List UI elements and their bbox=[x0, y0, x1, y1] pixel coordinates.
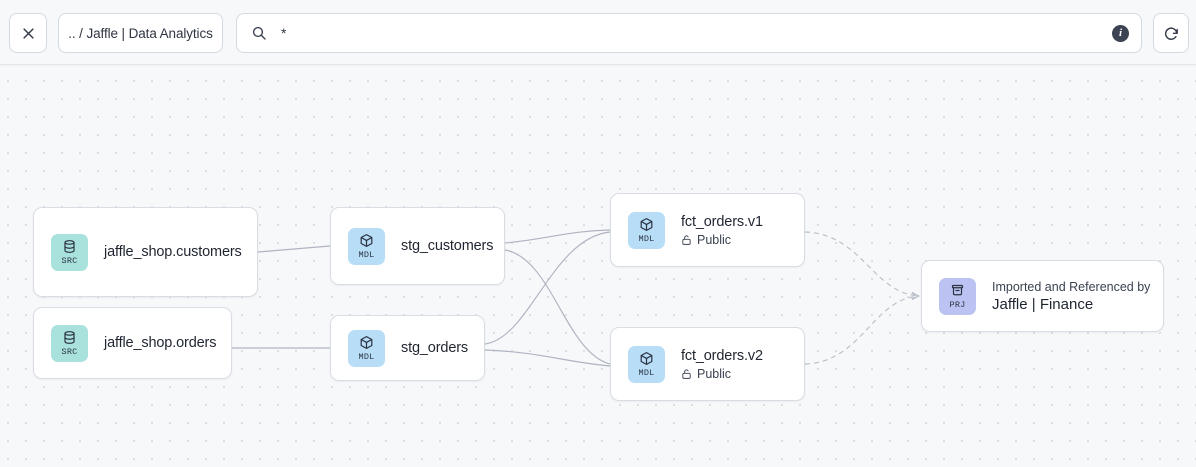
edge-stg-orders-to-fct-v1 bbox=[484, 231, 611, 345]
edge-stg-customers-to-fct-v2 bbox=[504, 249, 611, 365]
search-icon bbox=[251, 25, 267, 41]
edge-stg-customers-to-fct-v1 bbox=[504, 229, 611, 244]
node-title: fct_orders.v1 bbox=[681, 213, 763, 230]
edge-src-customers-to-stg-customers bbox=[257, 245, 331, 253]
node-body: Imported and Referenced by Jaffle | Fina… bbox=[992, 280, 1150, 313]
cube-icon bbox=[639, 350, 654, 367]
breadcrumb[interactable]: .. / Jaffle | Data Analytics bbox=[58, 13, 223, 53]
mdl-badge: MDL bbox=[628, 345, 665, 383]
unlock-icon bbox=[681, 368, 692, 380]
cube-icon bbox=[359, 232, 374, 249]
visibility-label: Public bbox=[697, 366, 732, 381]
src-badge: SRC bbox=[51, 324, 88, 362]
node-stg-customers[interactable]: MDL stg_customers bbox=[330, 207, 505, 285]
mdl-badge-label: MDL bbox=[638, 234, 655, 244]
breadcrumb-label: .. / Jaffle | Data Analytics bbox=[68, 25, 213, 41]
edge-stg-orders-to-fct-v2 bbox=[484, 349, 611, 367]
node-src-customers[interactable]: SRC jaffle_shop.customers bbox=[33, 207, 258, 297]
mdl-badge: MDL bbox=[348, 227, 385, 265]
node-title: jaffle_shop.orders bbox=[104, 335, 217, 351]
cube-icon bbox=[639, 216, 654, 233]
node-fct-orders-v2[interactable]: MDL fct_orders.v2 Public bbox=[610, 327, 805, 401]
node-overline: Imported and Referenced by bbox=[992, 279, 1151, 294]
archive-box-icon bbox=[950, 282, 965, 299]
close-button[interactable] bbox=[9, 13, 47, 53]
search-input[interactable]: * i bbox=[236, 13, 1142, 53]
prj-badge-label: PRJ bbox=[949, 300, 966, 310]
node-title: stg_customers bbox=[401, 238, 494, 254]
src-badge: SRC bbox=[51, 233, 88, 271]
mdl-badge-label: MDL bbox=[358, 250, 375, 260]
prj-badge: PRJ bbox=[939, 277, 976, 315]
node-title: fct_orders.v2 bbox=[681, 347, 763, 364]
node-body: fct_orders.v2 Public bbox=[681, 348, 763, 381]
refresh-icon bbox=[1163, 25, 1180, 42]
refresh-button[interactable] bbox=[1153, 13, 1189, 53]
close-icon bbox=[21, 26, 36, 41]
info-icon[interactable]: i bbox=[1112, 24, 1129, 42]
node-title: jaffle_shop.customers bbox=[104, 244, 242, 260]
node-title: stg_orders bbox=[401, 340, 469, 356]
mdl-badge-label: MDL bbox=[638, 368, 655, 378]
visibility-label: Public bbox=[697, 232, 732, 247]
node-prj-jaffle-finance[interactable]: PRJ Imported and Referenced by Jaffle | … bbox=[921, 260, 1164, 332]
database-icon bbox=[62, 238, 77, 255]
node-body: stg_orders bbox=[401, 340, 468, 356]
node-visibility: Public bbox=[681, 233, 763, 247]
node-body: fct_orders.v1 Public bbox=[681, 214, 763, 247]
node-src-orders[interactable]: SRC jaffle_shop.orders bbox=[33, 307, 232, 379]
node-body: jaffle_shop.customers bbox=[104, 244, 242, 260]
node-fct-orders-v1[interactable]: MDL fct_orders.v1 Public bbox=[610, 193, 805, 267]
node-title: Jaffle | Finance bbox=[992, 295, 1094, 313]
search-value[interactable]: * bbox=[281, 26, 287, 40]
node-body: jaffle_shop.orders bbox=[104, 335, 216, 351]
src-badge-label: SRC bbox=[61, 347, 78, 357]
src-badge-label: SRC bbox=[61, 256, 78, 266]
mdl-badge: MDL bbox=[628, 211, 665, 249]
edge-fct-v1-to-prj bbox=[804, 231, 918, 296]
cube-icon bbox=[359, 334, 374, 351]
node-visibility: Public bbox=[681, 367, 763, 381]
mdl-badge-label: MDL bbox=[358, 352, 375, 362]
top-toolbar: .. / Jaffle | Data Analytics * i bbox=[0, 0, 1196, 65]
node-body: stg_customers bbox=[401, 238, 493, 254]
mdl-badge: MDL bbox=[348, 329, 385, 367]
edge-fct-v2-to-prj bbox=[804, 296, 918, 365]
node-stg-orders[interactable]: MDL stg_orders bbox=[330, 315, 485, 381]
database-icon bbox=[62, 329, 77, 346]
unlock-icon bbox=[681, 234, 692, 246]
